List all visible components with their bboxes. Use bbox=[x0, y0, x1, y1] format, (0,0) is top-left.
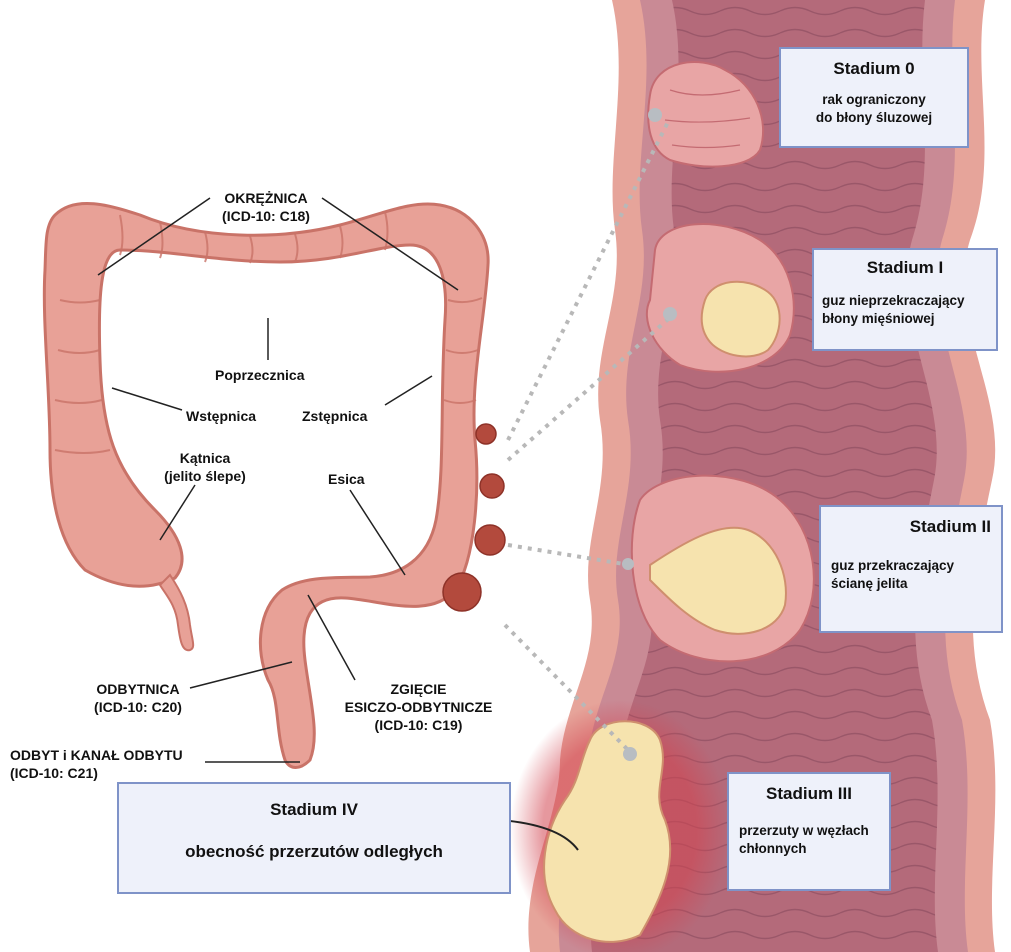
label-esica: Esica bbox=[328, 470, 365, 488]
stage-4-line1: obecność przerzutów odległych bbox=[129, 842, 499, 862]
stage-3-title: Stadium III bbox=[739, 784, 879, 804]
stage-0-line1: rak ograniczony bbox=[787, 91, 961, 109]
stage-0-title: Stadium 0 bbox=[787, 59, 961, 79]
label-katnica: Kątnica (jelito ślepe) bbox=[150, 449, 260, 485]
stage-4-title: Stadium IV bbox=[129, 800, 499, 820]
label-odbyt: ODBYT i KANAŁ ODBYTU (ICD-10: C21) bbox=[10, 746, 183, 782]
stage-1-box: Stadium I guz nieprzekraczający błony mi… bbox=[812, 248, 998, 351]
stage-2-title: Stadium II bbox=[831, 517, 991, 537]
stage-3-tumor bbox=[510, 700, 730, 952]
stage-3-line1: przerzuty w węzłach bbox=[739, 822, 879, 840]
label-odbytnica: ODBYTNICA (ICD-10: C20) bbox=[82, 680, 194, 716]
stage-2-line1: guz przekraczający bbox=[831, 557, 991, 575]
label-poprzecznica: Poprzecznica bbox=[215, 366, 304, 384]
appendix bbox=[160, 575, 193, 650]
label-zgiecie: ZGIĘCIE ESICZO-ODBYTNICZE (ICD-10: C19) bbox=[326, 680, 511, 734]
label-okreznica: OKRĘŻNICA (ICD-10: C18) bbox=[206, 189, 326, 225]
stage-0-box: Stadium 0 rak ograniczony do błony śluzo… bbox=[779, 47, 969, 148]
stage-1-line1: guz nieprzekraczający bbox=[822, 292, 988, 310]
stage-4-box: Stadium IV obecność przerzutów odległych bbox=[117, 782, 511, 894]
label-wstepnica: Wstępnica bbox=[186, 407, 256, 425]
stage-3-box: Stadium III przerzuty w węzłach chłonnyc… bbox=[727, 772, 891, 891]
stage-2-box: Stadium II guz przekraczający ścianę jel… bbox=[819, 505, 1003, 633]
stage-0-line2: do błony śluzowej bbox=[787, 109, 961, 127]
stage-3-line2: chłonnych bbox=[739, 840, 879, 858]
stage-2-line2: ścianę jelita bbox=[831, 575, 991, 593]
stage-1-title: Stadium I bbox=[822, 258, 988, 278]
stage-1-line2: błony mięśniowej bbox=[822, 310, 988, 328]
label-zstepnica: Zstępnica bbox=[302, 407, 367, 425]
